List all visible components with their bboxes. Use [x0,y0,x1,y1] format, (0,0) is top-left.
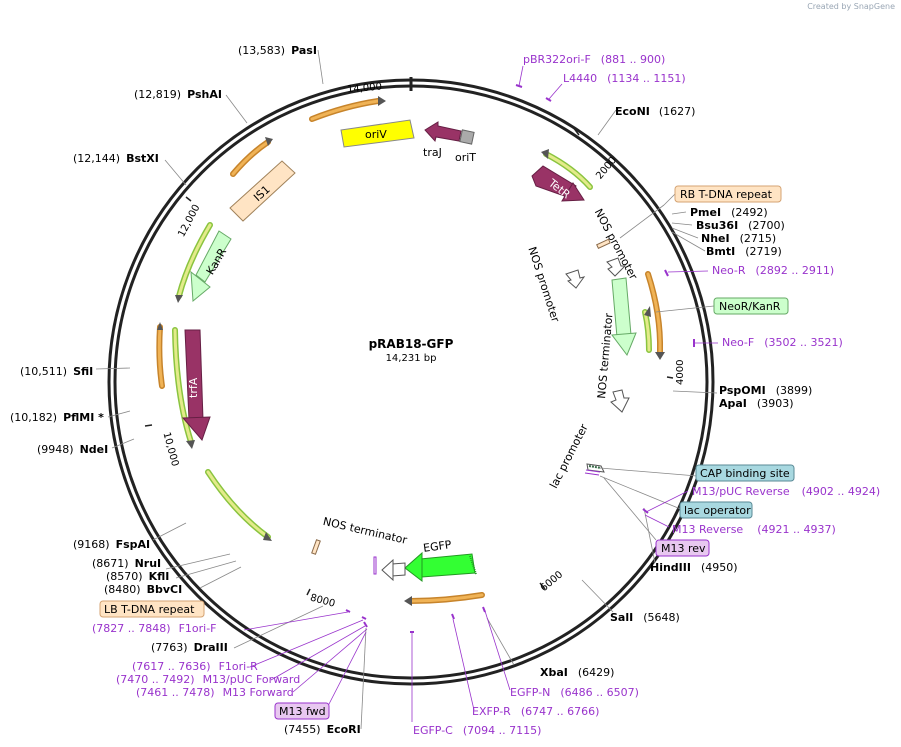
box-RB-T-DNA-repeat: RB T-DNA repeat [674,185,782,203]
plasmid-size: 14,231 bp [386,353,437,364]
label-traJ: traJ [423,146,442,159]
svg-text:lac operator: lac operator [684,504,751,517]
enzyme-BstXI: (12,144)BstXI [73,152,159,165]
enzyme-NruI: (8671)NruI [92,557,161,570]
tick-label-4000: 4000 [675,360,686,385]
feature-NOS-promoter-arrows [565,257,627,289]
primer-M13-Reverse: M13 Reverse(4921 .. 4937) [672,523,836,536]
feature-NOS-terminator-arrow [610,389,630,413]
feature-oriT: oriT [455,129,476,164]
enzyme-SalI: SalI(5648) [610,611,680,624]
primer-EGFP-N: EGFP-N(6486 .. 6507) [510,686,639,699]
label-trfA: trfA [187,377,200,398]
enzyme-labels-right: EcoNI(1627) PmeI(2492) Bsu36I(2700) NheI… [540,105,812,679]
svg-text:M13 fwd: M13 fwd [279,705,326,718]
tick-label-12000: 12,000 [176,203,202,239]
box-CAP-binding-site: CAP binding site [695,464,795,482]
enzyme-BmtI: BmtI(2719) [706,245,782,258]
enzyme-NheI: NheI(2715) [701,232,776,245]
enzyme-XbaI: XbaI(6429) [540,666,614,679]
box-lac-operator: lac operator [679,501,753,519]
plasmid-name: pRAB18-GFP [369,337,454,351]
svg-text:RB T-DNA repeat: RB T-DNA repeat [680,188,773,201]
primer-M13-pUC-Reverse: M13/pUC Reverse(4902 .. 4924) [692,485,880,498]
primer-labels: pBR322ori-F(881 .. 900) L4440(1134 .. 11… [92,53,880,737]
enzyme-HindIII: HindIII(4950) [650,561,738,574]
svg-text:LB T-DNA repeat: LB T-DNA repeat [104,603,195,616]
primer-pBR322ori-F: pBR322ori-F(881 .. 900) [523,53,665,66]
enzyme-FspAI: (9168)FspAI [73,538,150,551]
snapgene-credit: Created by SnapGene [807,2,895,11]
primer-EGFP-C: EGFP-C(7094 .. 7115) [413,724,541,737]
primer-EXFP-R: EXFP-R(6747 .. 6766) [472,705,599,718]
feature-IS1: IS1 [229,160,296,222]
tick-label-10000: 10,000 [161,431,181,468]
enzyme-PflMI: (10,182)PflMI * [10,411,104,424]
feature-traJ: traJ [423,121,462,159]
feature-EGFP [404,551,477,583]
enzyme-EcoRI: (7455)EcoRI [284,723,361,736]
label-lac-promoter: lac promoter [547,422,591,491]
box-M13-rev: M13 rev [655,539,710,557]
enzyme-SfiI: (10,511)SfiI [20,365,93,378]
primer-Neo-F: Neo-F(3502 .. 3521) [722,336,843,349]
tick-label-8000: 8000 [309,593,336,610]
tick-label-6000: 6000 [539,569,566,594]
label-NOS-terminator-2: NOS terminator [322,515,409,547]
svg-text:NeoR/KanR: NeoR/KanR [719,300,781,313]
label-EGFP: EGFP [422,538,452,555]
primer-F1ori-R: (7617 .. 7636)F1ori-R [132,660,258,673]
enzyme-BbvCI: (8480)BbvCI [104,583,182,596]
enzyme-Bsu36I: Bsu36I(2700) [696,219,785,232]
enzyme-PspOMI: PspOMI(3899) [719,384,812,397]
box-LB-T-DNA-repeat: LB T-DNA repeat [99,600,205,618]
box-NeoR-KanR: NeoR/KanR [713,297,789,315]
enzyme-DraIII: (7763)DraIII [151,641,228,654]
feature-EGFP-small-arrow [381,558,406,582]
enzyme-EcoNI: EcoNI(1627) [615,105,695,118]
enzyme-PshAI: (12,819)PshAI [134,88,222,101]
enzyme-KflI: (8570)KflI [106,570,169,583]
feature-lac-promoter [584,463,605,476]
feature-KanR: KanR [190,230,232,303]
boxed-labels: RB T-DNA repeat NeoR/KanR CAP binding si… [99,185,795,720]
primer-marks [345,84,695,633]
label-NOS-promoter-2: NOS promoter [525,245,562,324]
feature-small-marks [311,238,611,575]
enzyme-PasI: (13,583)PasI [238,44,317,57]
primer-F1ori-F: (7827 .. 7848)F1ori-F [92,622,217,635]
feature-NeoR-arrow [611,277,637,357]
primer-Neo-R: Neo-R(2892 .. 2911) [712,264,834,277]
svg-text:M13 rev: M13 rev [661,542,706,555]
enzyme-PmeI: PmeI(2492) [690,206,768,219]
primer-M13-Forward: (7461 .. 7478)M13 Forward [136,686,294,699]
tick-label-14000: 14,000 [347,82,383,96]
orf-arcs [156,98,664,604]
primer-leaders [243,65,718,722]
svg-text:CAP binding site: CAP binding site [700,467,790,480]
enzyme-labels-left: (13,583)PasI (12,819)PshAI (12,144)BstXI… [10,44,361,736]
feature-oriV: oriV [340,119,415,148]
enzyme-NdeI: (9948)NdeI [37,443,108,456]
primer-L4440: L4440(1134 .. 1151) [563,72,686,85]
label-oriV: oriV [365,128,387,141]
orf-arrowheads [157,96,665,606]
label-oriT: oriT [455,151,476,164]
primer-M13-pUC-Forward: (7470 .. 7492)M13/pUC Forward [116,673,300,686]
label-NOS-terminator-1: NOS terminator [595,312,615,399]
orf-arc-lower-left [205,469,271,540]
box-M13-fwd: M13 fwd [274,702,330,720]
enzyme-ApaI: ApaI(3903) [719,397,793,410]
feature-trfA: trfA [181,329,211,441]
leader-lines [95,49,718,730]
